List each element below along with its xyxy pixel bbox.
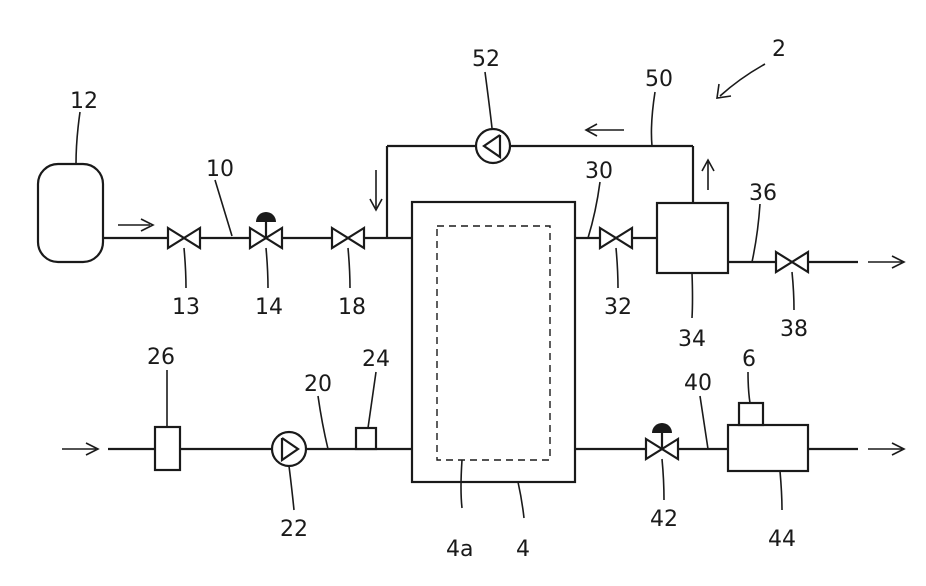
control-valve-14 — [250, 212, 282, 248]
sensor-6 — [739, 403, 763, 425]
label-valve-14: 14 — [255, 295, 283, 320]
label-tank-12: 12 — [70, 89, 98, 114]
valve-13 — [168, 228, 200, 248]
flow-arrow-in-20 — [62, 443, 98, 455]
separator-34 — [657, 203, 728, 273]
label-pump-52: 52 — [472, 47, 500, 72]
filter-26 — [155, 427, 180, 470]
valve-18 — [332, 228, 364, 248]
pump-22 — [272, 432, 306, 466]
label-valve-38: 38 — [780, 317, 808, 342]
system-arrow-2 — [717, 64, 765, 98]
label-system-2: 2 — [772, 37, 786, 62]
flow-arrow-supply — [118, 219, 153, 231]
pump-52 — [476, 129, 510, 163]
label-line-10: 10 — [206, 157, 234, 182]
label-vessel-4: 4 — [516, 537, 530, 562]
label-valve-13: 13 — [172, 295, 200, 320]
label-line-30: 30 — [585, 159, 613, 184]
label-sensor-24: 24 — [362, 347, 390, 372]
control-valve-42 — [646, 423, 678, 459]
label-valve-42: 42 — [650, 507, 678, 532]
flow-arrow-out-40 — [868, 443, 904, 455]
label-separator-34: 34 — [678, 327, 706, 352]
label-line-40: 40 — [684, 371, 712, 396]
label-line-36: 36 — [749, 181, 777, 206]
label-line-50: 50 — [645, 67, 673, 92]
unit-44 — [728, 425, 808, 471]
flow-arrow-out-36 — [868, 256, 904, 268]
label-sensor-6: 6 — [742, 347, 756, 372]
label-line-20: 20 — [304, 372, 332, 397]
valve-32 — [600, 228, 632, 248]
tank-12 — [38, 164, 103, 262]
label-valve-18: 18 — [338, 295, 366, 320]
label-unit-44: 44 — [768, 527, 796, 552]
label-valve-32: 32 — [604, 295, 632, 320]
label-vessel-inner-4a: 4a — [446, 537, 473, 562]
label-pump-22: 22 — [280, 517, 308, 542]
flow-arrow-up — [702, 160, 714, 190]
flow-arrow-return-left — [586, 124, 624, 136]
label-filter-26: 26 — [147, 345, 175, 370]
sensor-24 — [356, 428, 376, 449]
valve-38 — [776, 252, 808, 272]
flow-arrow-down — [370, 170, 382, 210]
